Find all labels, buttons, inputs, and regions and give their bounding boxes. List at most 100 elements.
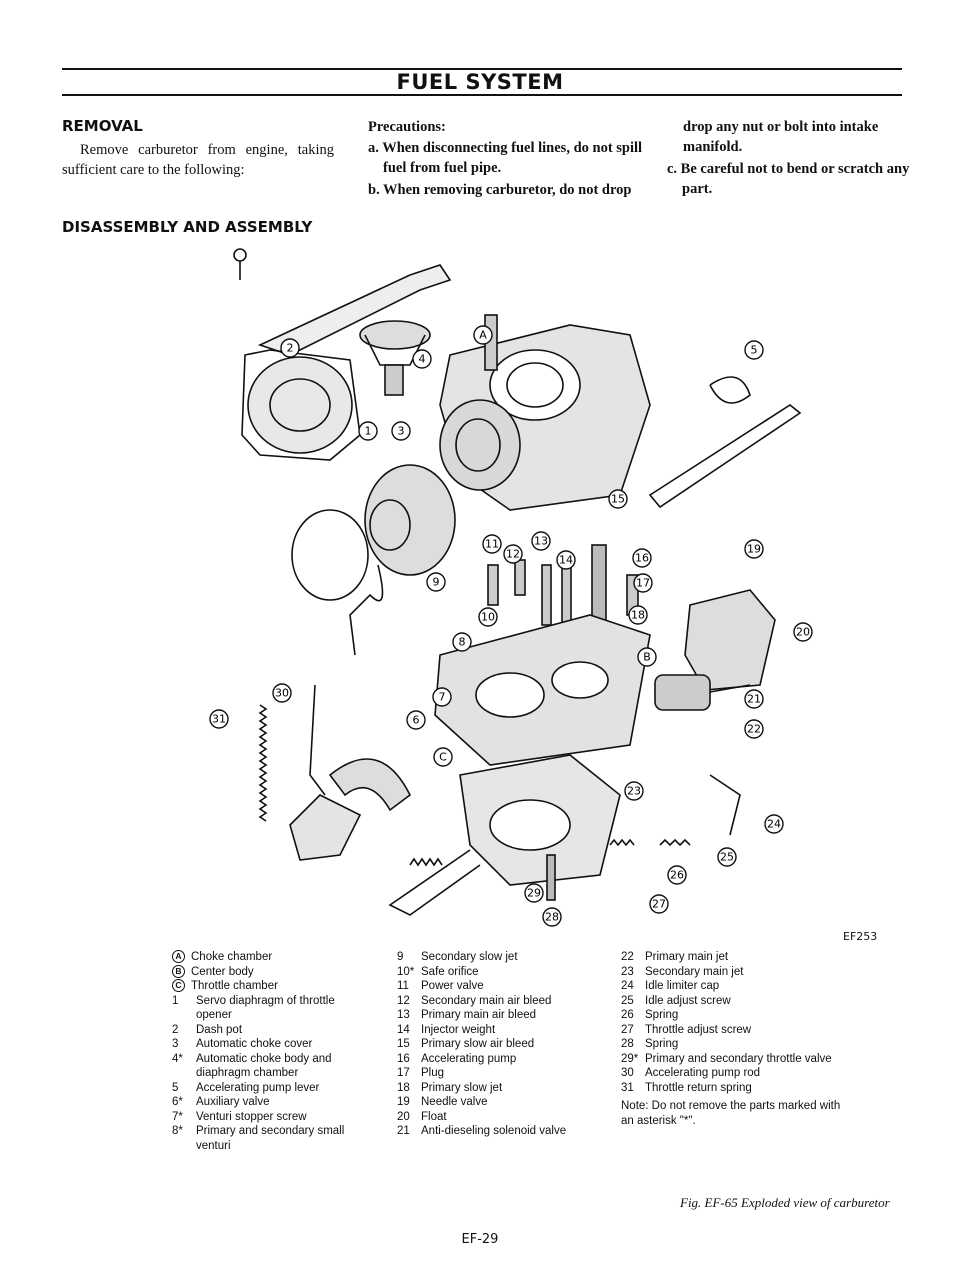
legend-text: Note: Do not remove the parts marked wit… bbox=[621, 1100, 841, 1127]
legend-text: Primary main jet bbox=[645, 951, 729, 963]
legend-key: 7* bbox=[172, 1110, 183, 1123]
legend-key: 30 bbox=[621, 1067, 634, 1079]
legend-key: 5 bbox=[172, 1081, 179, 1094]
carburetor-drawing bbox=[233, 248, 802, 916]
legend-key: 20 bbox=[397, 1110, 410, 1123]
legend-item-13: 13 Primary main air bleed bbox=[397, 1008, 607, 1023]
disassembly-heading: DISASSEMBLY AND ASSEMBLY bbox=[62, 218, 313, 236]
callout-13: 13 bbox=[531, 531, 551, 551]
svg-text:31: 31 bbox=[212, 713, 226, 726]
legend-note: Note: Do not remove the parts marked wit… bbox=[621, 1099, 841, 1128]
legend-item-24: 24 Idle limiter cap bbox=[621, 979, 841, 994]
svg-text:A: A bbox=[479, 329, 487, 342]
legend-key: 18 bbox=[397, 1081, 410, 1094]
legend-text: Automatic choke cover bbox=[196, 1038, 313, 1050]
legend-text: Safe orifice bbox=[421, 965, 479, 978]
legend-text: Servo diaphragm of throttle opener bbox=[196, 994, 335, 1022]
legend-key: 15 bbox=[397, 1038, 410, 1050]
legend-key: 25 bbox=[621, 994, 634, 1007]
callout-1: 1 bbox=[358, 421, 378, 441]
callout-15: 15 bbox=[608, 489, 628, 509]
svg-text:1: 1 bbox=[365, 425, 372, 438]
legend-key: 1 bbox=[172, 994, 179, 1007]
legend-key: 16 bbox=[397, 1052, 410, 1065]
legend-text: Primary slow air bleed bbox=[421, 1038, 535, 1050]
callout-14: 14 bbox=[556, 550, 576, 570]
legend-text: Primary main air bleed bbox=[421, 1009, 537, 1021]
legend-text: Injector weight bbox=[421, 1023, 496, 1036]
figure-callouts: A B C 1 2 3 4 5 6 7 8 9 10 11 12 13 14 1… bbox=[209, 325, 813, 927]
callout-29: 29 bbox=[524, 883, 544, 903]
svg-text:9: 9 bbox=[433, 576, 440, 589]
callout-7: 7 bbox=[432, 687, 452, 707]
svg-text:30: 30 bbox=[275, 687, 289, 700]
callout-22: 22 bbox=[744, 719, 764, 739]
legend-item-10: 10*Safe orifice bbox=[397, 965, 607, 980]
callout-23: 23 bbox=[624, 781, 644, 801]
svg-text:17: 17 bbox=[636, 577, 650, 590]
figure-code: EF253 bbox=[843, 930, 878, 943]
svg-text:21: 21 bbox=[747, 693, 761, 706]
callout-27: 27 bbox=[649, 894, 669, 914]
legend-key: 3 bbox=[172, 1038, 179, 1050]
legend-text: Idle adjust screw bbox=[645, 994, 731, 1007]
legend-key: 4* bbox=[172, 1052, 183, 1065]
legend-key: C bbox=[172, 979, 185, 992]
callout-6: 6 bbox=[406, 710, 426, 730]
callout-12: 12 bbox=[503, 544, 523, 564]
callout-24: 24 bbox=[764, 814, 784, 834]
svg-text:2: 2 bbox=[287, 342, 294, 355]
svg-text:C: C bbox=[439, 751, 447, 764]
legend-text: Secondary slow jet bbox=[421, 951, 518, 963]
legend-text: Dash pot bbox=[196, 1023, 243, 1036]
callout-8: 8 bbox=[452, 632, 472, 652]
legend-key: 19 bbox=[397, 1096, 410, 1108]
legend-key: 29* bbox=[621, 1052, 639, 1065]
svg-text:28: 28 bbox=[545, 911, 559, 924]
svg-text:3: 3 bbox=[398, 425, 405, 438]
callout-B: B bbox=[637, 647, 657, 667]
legend-key: 27 bbox=[621, 1023, 634, 1036]
svg-text:12: 12 bbox=[506, 548, 520, 561]
callout-2: 2 bbox=[280, 338, 300, 358]
svg-text:14: 14 bbox=[559, 554, 573, 567]
legend-text: Anti-dieseling solenoid valve bbox=[421, 1125, 567, 1137]
legend-key: 28 bbox=[621, 1038, 634, 1050]
callout-25: 25 bbox=[717, 847, 737, 867]
callout-3: 3 bbox=[391, 421, 411, 441]
legend-text: Throttle adjust screw bbox=[645, 1023, 752, 1036]
svg-text:B: B bbox=[643, 651, 651, 664]
legend-key: 9 bbox=[397, 951, 404, 963]
precaution-c: c. Be careful not to bend or scratch any… bbox=[667, 161, 910, 197]
svg-text:24: 24 bbox=[767, 818, 781, 831]
legend-text: Secondary main air bleed bbox=[421, 994, 552, 1007]
legend-key: 21 bbox=[397, 1125, 410, 1137]
svg-text:29: 29 bbox=[527, 887, 541, 900]
callout-21: 21 bbox=[744, 689, 764, 709]
precaution-a: a. When disconnecting fuel lines, do not… bbox=[368, 140, 643, 176]
svg-text:11: 11 bbox=[485, 538, 499, 551]
legend-text: Idle limiter cap bbox=[645, 980, 720, 992]
legend-key: 13 bbox=[397, 1009, 410, 1021]
precautions-heading: Precautions: bbox=[368, 119, 446, 135]
legend-key: 11 bbox=[397, 980, 409, 992]
legend-key: 8* bbox=[172, 1125, 183, 1137]
svg-text:15: 15 bbox=[611, 493, 625, 506]
legend-item-6: 6*Auxiliary valve bbox=[172, 1095, 352, 1110]
legend-key: 24 bbox=[621, 980, 634, 992]
legend-item-25: 25 Idle adjust screw bbox=[621, 994, 841, 1009]
svg-text:18: 18 bbox=[631, 609, 645, 622]
svg-text:16: 16 bbox=[635, 552, 649, 565]
callout-18: 18 bbox=[628, 605, 648, 625]
